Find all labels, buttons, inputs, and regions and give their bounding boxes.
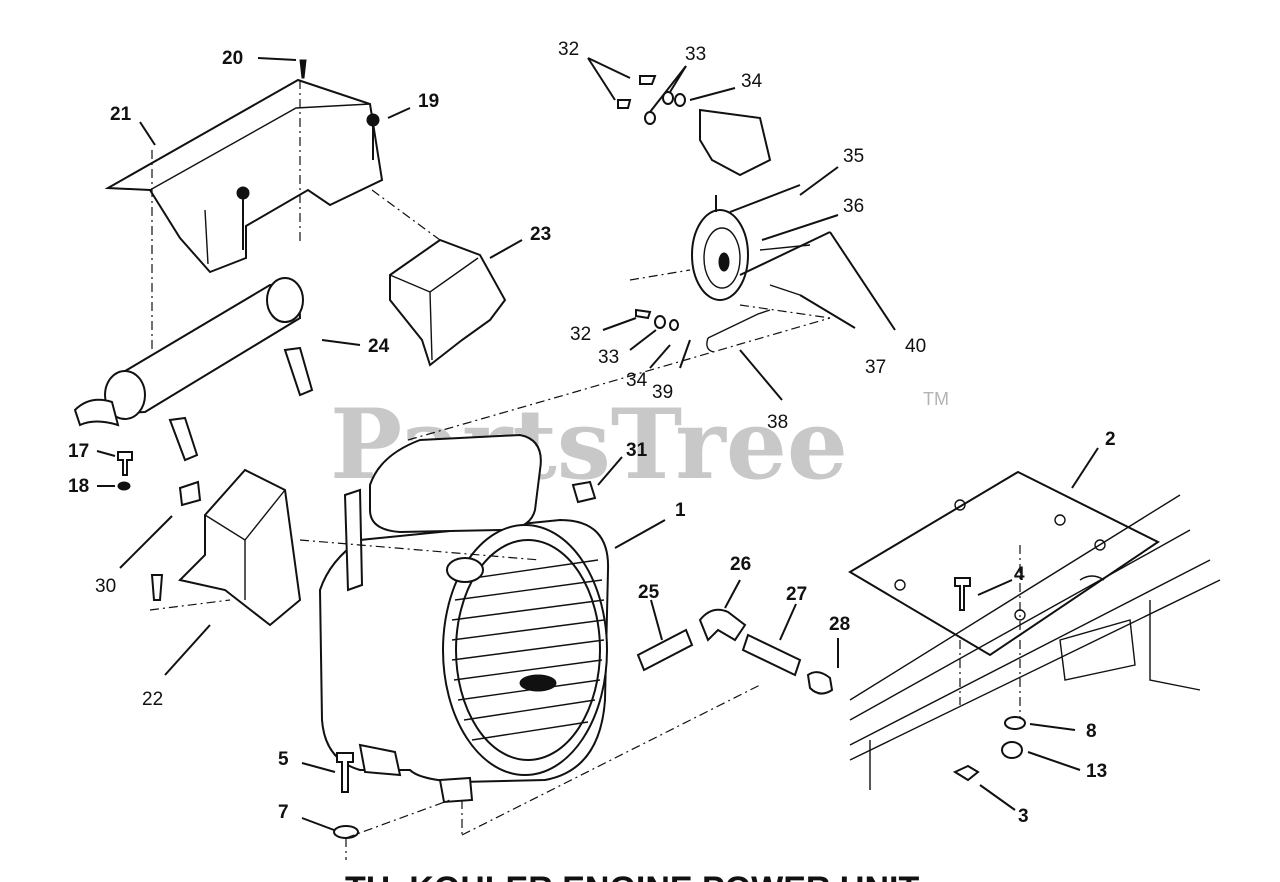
engine-bolt-part (333, 752, 451, 860)
cap-part (806, 671, 834, 695)
watermark-trademark: TM (923, 389, 949, 409)
cover-part (389, 238, 507, 367)
callout-36: 36 (843, 196, 864, 217)
callout-34-bottom: 34 (626, 370, 648, 391)
bracket-part (149, 468, 302, 627)
callout-38: 38 (767, 412, 788, 433)
callout-33-bottom: 33 (598, 347, 619, 368)
callout-39: 39 (652, 382, 673, 403)
callout-30: 30 (95, 576, 116, 597)
callout-33-top: 33 (685, 44, 706, 65)
mount-bolt-part (954, 577, 971, 611)
callout-18: 18 (68, 476, 89, 497)
callout-17: 17 (68, 441, 89, 462)
callout-8: 8 (1086, 721, 1097, 742)
leader-lines (96, 57, 1099, 831)
engine-part (299, 433, 761, 836)
callout-40: 40 (905, 336, 926, 357)
callout-27: 27 (786, 584, 807, 605)
callout-labels: 20 19 21 23 24 17 18 30 22 31 1 32 33 34… (68, 39, 1116, 827)
callout-26: 26 (730, 554, 751, 575)
callout-34-top: 34 (741, 71, 763, 92)
callout-7: 7 (278, 802, 289, 823)
gasket-part (178, 480, 202, 507)
callout-23: 23 (530, 224, 551, 245)
bolt-part (117, 451, 133, 491)
idler-bracket-part (617, 75, 772, 177)
washer-part (952, 716, 1026, 782)
heat-shield-part (104, 78, 441, 350)
idler-rod-part (635, 308, 771, 353)
callout-19: 19 (418, 91, 439, 112)
nipple-part (636, 628, 694, 672)
callout-22: 22 (142, 689, 163, 710)
callout-24: 24 (368, 336, 390, 357)
callout-32-bottom: 32 (570, 324, 591, 345)
grommet-part (236, 113, 380, 250)
pulley-part (691, 184, 831, 301)
callout-20: 20 (222, 48, 243, 69)
callout-37: 37 (865, 357, 886, 378)
callout-4: 4 (1014, 564, 1025, 585)
screw-part (299, 59, 307, 79)
diagram-caption: TH, KOHLER ENGINE POWER UNIT (345, 870, 919, 882)
frame-part (849, 494, 1221, 790)
elbow-part (698, 608, 747, 642)
pipe-part (741, 633, 802, 677)
callout-25: 25 (638, 582, 660, 603)
callout-21: 21 (110, 104, 132, 125)
callout-32-top: 32 (558, 39, 579, 60)
muffler-part (73, 277, 314, 462)
callout-2: 2 (1105, 429, 1116, 450)
clip-part (571, 480, 597, 504)
callout-13: 13 (1086, 761, 1107, 782)
callout-1: 1 (675, 500, 686, 521)
callout-3: 3 (1018, 806, 1029, 827)
callout-28: 28 (829, 614, 850, 635)
callout-35: 35 (843, 146, 864, 167)
mount-plate-part (848, 470, 1160, 657)
callout-5: 5 (278, 749, 289, 770)
callout-31: 31 (626, 440, 648, 461)
